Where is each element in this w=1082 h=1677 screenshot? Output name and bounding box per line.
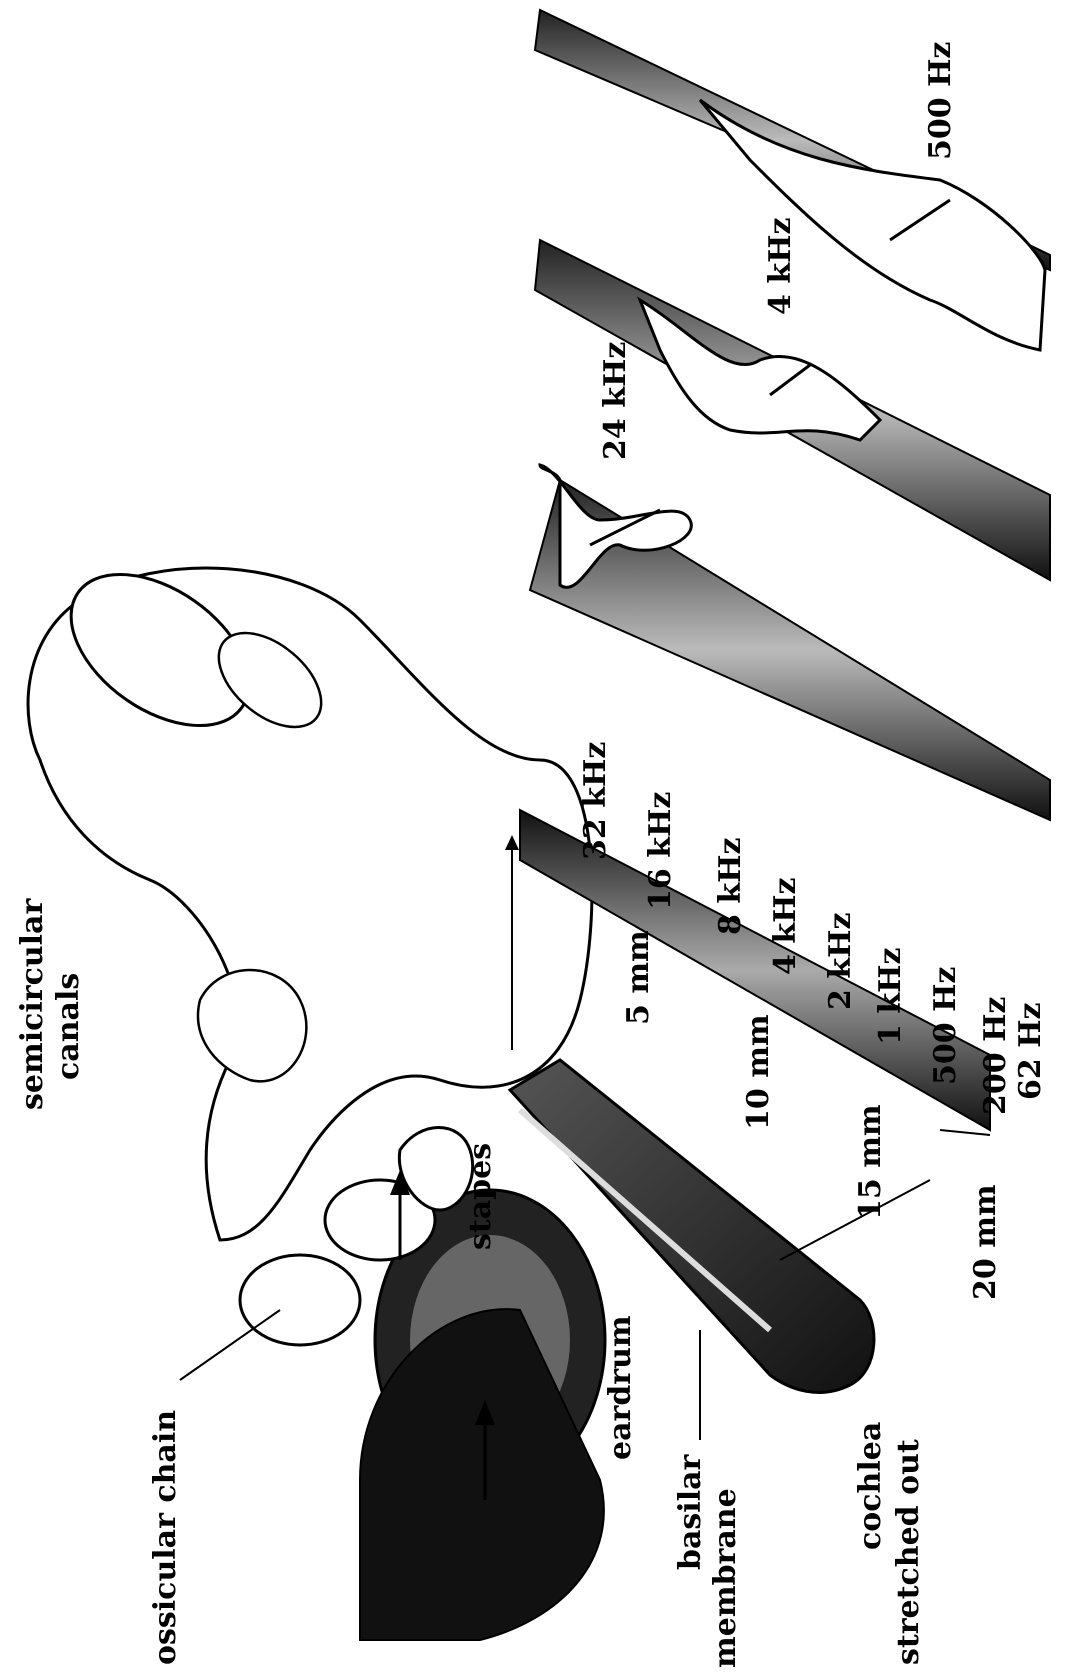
canal-loop-lower [198, 970, 306, 1081]
freq-32khz: 32 kHz [578, 742, 613, 860]
label-stapes: stapes [463, 1143, 498, 1250]
ossicle-malleus [240, 1255, 360, 1345]
label-basilar: basilar [673, 1453, 708, 1570]
freq-62hz: 62 Hz [1013, 1002, 1048, 1100]
freq-8khz: 8 kHz [713, 838, 748, 936]
label-canals: canals [51, 973, 86, 1080]
distance-15mm: 15 mm [853, 1104, 888, 1220]
freq-16khz: 16 kHz [643, 792, 678, 910]
distance-10mm: 10 mm [741, 1014, 776, 1130]
wave-label-4khz: 4 kHz [763, 218, 798, 316]
wave-bulge-500hz [700, 100, 1045, 350]
freq-1khz: 1 kHz [873, 948, 908, 1046]
label-ossicular-chain: ossicular chain [148, 1410, 183, 1665]
wave-label-500hz: 500 Hz [923, 42, 958, 160]
label-membrane: membrane [708, 1488, 743, 1668]
width-arrow-bottom [940, 1130, 990, 1135]
label-eardrum: eardrum [603, 1315, 638, 1460]
label-semicircular: semicircular [15, 898, 50, 1110]
freq-200hz: 200 Hz [978, 997, 1013, 1115]
freq-2khz: 2 kHz [823, 913, 858, 1011]
distance-5mm: 5 mm [621, 930, 656, 1025]
label-stretched-out: stretched out [891, 1439, 926, 1665]
ossicular-chain-pointer [180, 1310, 280, 1380]
wave-label-24khz: 24 kHz [598, 342, 633, 460]
freq-4khz: 4 kHz [768, 878, 803, 976]
label-cochlea: cochlea [853, 1422, 888, 1550]
freq-500hz: 500 Hz [928, 967, 963, 1085]
distance-20mm: 20 mm [968, 1184, 1003, 1300]
